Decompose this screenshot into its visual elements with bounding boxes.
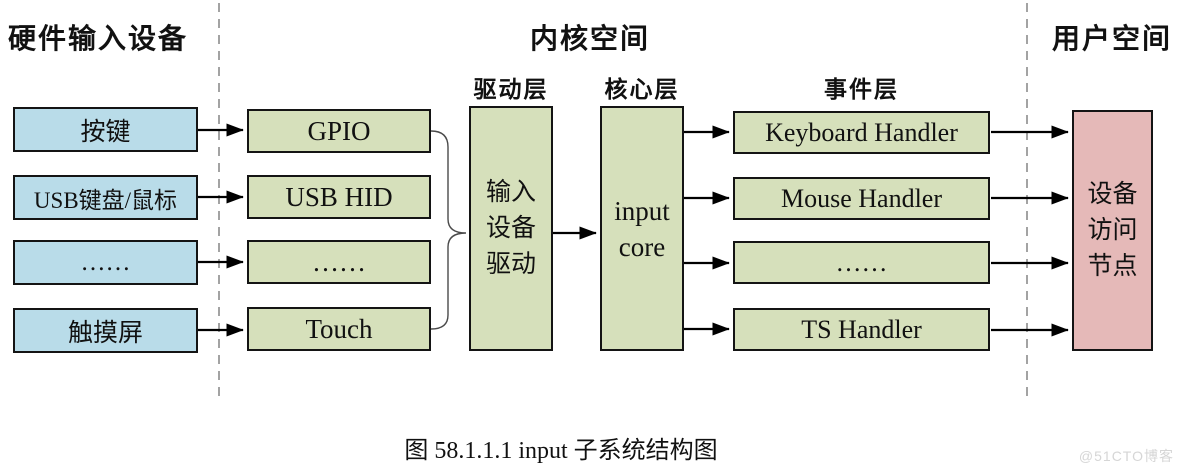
input-core-line: input [614, 195, 670, 226]
driver-box-ellipsis: …… [247, 240, 431, 284]
driver-box-label: …… [312, 246, 366, 277]
handler-box-label: …… [835, 247, 888, 277]
handler-box-label: Mouse Handler [780, 183, 942, 213]
hardware-box-usb: USB键盘/鼠标 [13, 175, 198, 220]
hardware-box-label: …… [80, 248, 131, 276]
drivers-brace [430, 130, 467, 330]
core-to-handler-arrows [684, 125, 730, 336]
hardware-box-ellipsis: …… [13, 240, 198, 285]
device-node-line: 节点 [1087, 252, 1138, 280]
handler-box-ts: TS Handler [733, 308, 990, 351]
handler-to-node-arrows [991, 125, 1069, 337]
handler-box-mouse: Mouse Handler [733, 177, 990, 220]
kernel-space-header: 内核空间 [529, 24, 650, 55]
hardware-box-label: USB键盘/鼠标 [33, 187, 178, 213]
input-core-line: core [618, 231, 666, 262]
hardware-to-driver-arrows [198, 123, 244, 337]
handler-box-ellipsis: …… [733, 241, 990, 284]
driver-box-touch: Touch [247, 307, 431, 351]
driver-box-label: Touch [305, 313, 373, 344]
core-layer-label: 核心层 [604, 77, 680, 102]
input-core-box: input core [600, 106, 684, 351]
device-node-box: 设备 访问 节点 [1072, 110, 1153, 351]
input-device-driver-line: 设备 [485, 214, 536, 242]
driver-box-gpio: GPIO [247, 109, 431, 153]
hardware-box-touchscreen: 触摸屏 [13, 308, 198, 353]
driver-box-usbhid: USB HID [247, 175, 431, 219]
hardware-box-label: 触摸屏 [67, 319, 143, 347]
driver-layer-label: 驱动层 [473, 77, 549, 102]
hardware-space-header: 硬件输入设备 [8, 24, 189, 55]
user-space-header: 用户空间 [1051, 24, 1172, 55]
input-device-driver-box: 输入 设备 驱动 [469, 106, 553, 351]
event-layer-label: 事件层 [824, 77, 899, 102]
driver-box-label: GPIO [307, 115, 371, 146]
handler-box-label: TS Handler [801, 314, 922, 344]
hardware-box-label: 按键 [80, 118, 131, 146]
input-device-driver-line: 驱动 [485, 250, 536, 278]
figure-caption: 图 58.1.1.1 input 子系统结构图 [404, 438, 718, 464]
device-node-line: 设备 [1087, 180, 1138, 208]
handler-box-label: Keyboard Handler [765, 117, 958, 147]
watermark: @51CTO博客 [1078, 448, 1174, 464]
hardware-box-keys: 按键 [13, 107, 198, 152]
input-device-driver-line: 输入 [485, 178, 536, 206]
handler-box-keyboard: Keyboard Handler [733, 111, 990, 154]
driver-box-label: USB HID [285, 181, 393, 212]
device-node-line: 访问 [1087, 216, 1138, 244]
